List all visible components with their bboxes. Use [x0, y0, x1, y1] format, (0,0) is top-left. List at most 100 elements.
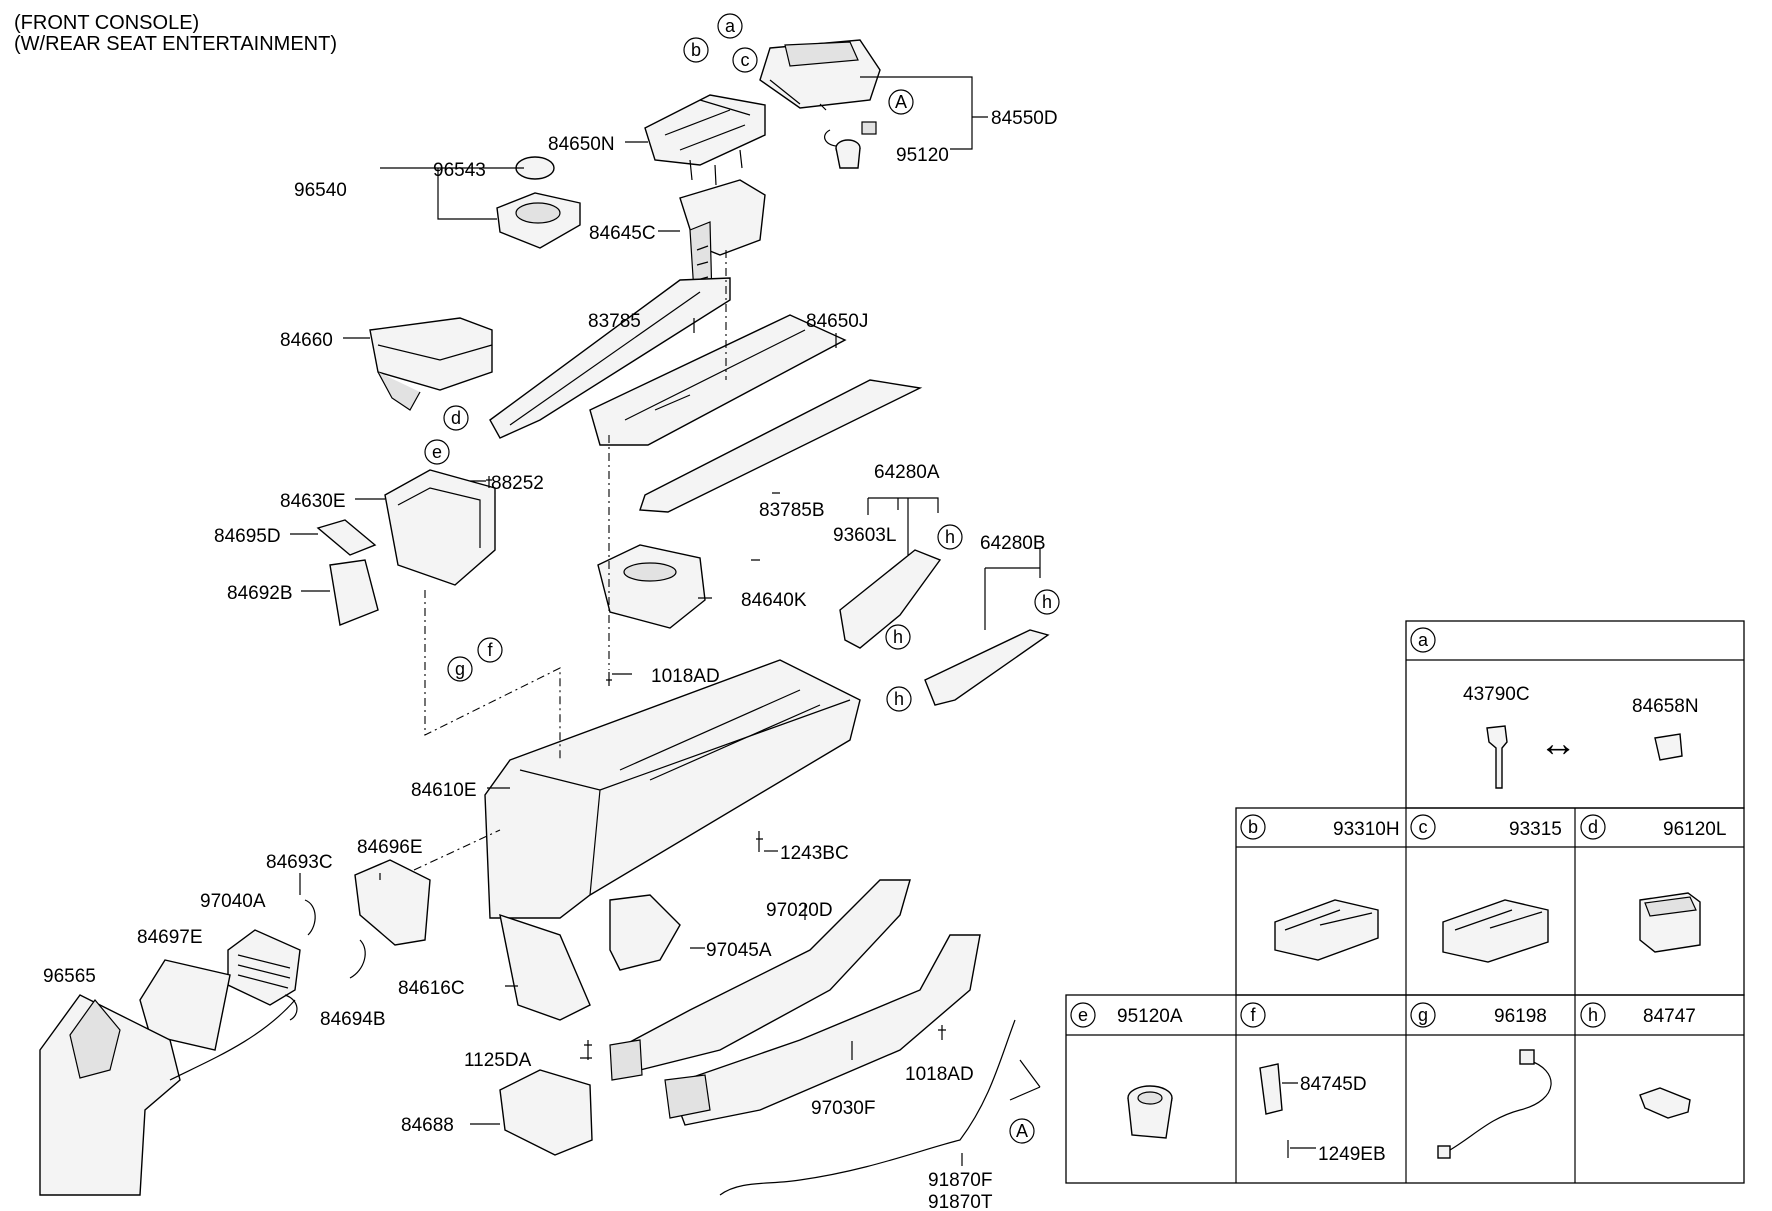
legend-letter-e: e [1070, 1002, 1096, 1028]
svg-text:c: c [741, 50, 750, 70]
letter-callout-h-1: h [937, 524, 963, 550]
part-96540-controller [496, 192, 581, 249]
part-97040a-vent [227, 929, 301, 1006]
legend-cell-h: h 84747 [1580, 1002, 1696, 1119]
callout-64280b: 64280B [980, 533, 1046, 554]
part-84650n-upper-panel [644, 94, 766, 186]
clip-84747-icon [1639, 1087, 1691, 1119]
part-84640k-cupholder [597, 544, 706, 629]
letter-callout-f: f [477, 637, 503, 663]
callout-96543: 96543 [433, 160, 486, 181]
diagram-title-line-2: (W/REAR SEAT ENTERTAINMENT) [14, 33, 337, 55]
callout-84610e: 84610E [411, 780, 477, 801]
callout-84650n: 84650N [548, 134, 615, 155]
part-91870f-harness [719, 1019, 1016, 1196]
legend-cell-b: b 93310H [1240, 814, 1400, 961]
part-84550d-module [759, 39, 881, 111]
letter-callout-c: c [732, 47, 758, 73]
legend-cell-a: a 43790C 84658N ↔ [1410, 627, 1699, 789]
legend-part-96120l: 96120L [1663, 819, 1726, 840]
letter-callout-big-a-bottom: A [1009, 1118, 1035, 1144]
callout-84695d: 84695D [214, 526, 281, 547]
part-84650j-panel [589, 314, 847, 446]
callout-97040a: 97040A [200, 891, 266, 912]
part-97020d-duct [609, 879, 911, 1081]
legend-part-95120a: 95120A [1117, 1006, 1183, 1027]
legend-letter-h: h [1580, 1002, 1606, 1028]
clip-84658n-icon [1654, 733, 1683, 761]
callout-84645c: 84645C [589, 223, 656, 244]
legend-letter-b: b [1240, 814, 1266, 840]
callout-97020d: 97020D [766, 900, 833, 921]
callout-84697e: 84697E [137, 927, 203, 948]
callout-88252: 88252 [491, 473, 544, 494]
part-64280b-cover [924, 629, 1050, 706]
callout-64280a: 64280A [874, 462, 940, 483]
callout-97030f: 97030F [811, 1098, 875, 1119]
svg-text:b: b [691, 40, 701, 60]
clip-43790c-icon [1486, 725, 1508, 789]
svg-text:h: h [1042, 592, 1052, 612]
legend-part-96198: 96198 [1494, 1006, 1547, 1027]
callout-84650j: 84650J [806, 311, 868, 332]
part-97030f-duct [664, 934, 981, 1126]
letter-callout-b: b [683, 37, 709, 63]
callout-84688: 84688 [401, 1115, 454, 1136]
part-84630e-box [384, 469, 496, 586]
alignment-line-bracket [413, 829, 501, 871]
callout-1018ad-lower: 1018AD [905, 1064, 974, 1085]
part-84694b-clip [349, 939, 366, 979]
part-84696e-bracket [354, 859, 431, 946]
legend-letter-f: f [1240, 1002, 1266, 1028]
callout-96540: 96540 [294, 180, 347, 201]
callout-84630e: 84630E [280, 491, 346, 512]
svg-text:c: c [1419, 817, 1428, 837]
svg-text:d: d [1588, 817, 1598, 837]
cable-96198-icon [1449, 1059, 1552, 1151]
letter-callout-e: e [424, 439, 450, 465]
svg-text:g: g [455, 659, 465, 679]
legend-part-1249eb: 1249EB [1318, 1144, 1386, 1165]
svg-text:f: f [487, 640, 493, 660]
svg-text:h: h [893, 627, 903, 647]
legend-part-93315: 93315 [1509, 819, 1562, 840]
callout-84660: 84660 [280, 330, 333, 351]
svg-text:a: a [725, 16, 736, 36]
alignment-line-console [424, 590, 561, 760]
legend-letter-g: g [1410, 1002, 1436, 1028]
legend-part-84658n: 84658N [1632, 696, 1699, 717]
svg-text:d: d [451, 408, 461, 428]
switch-93315-icon [1442, 899, 1549, 963]
callout-84692b: 84692B [227, 583, 293, 604]
legend-cell-e: e 95120A [1070, 1002, 1183, 1139]
callout-1243bc: 1243BC [780, 843, 849, 864]
callout-97045a: 97045A [706, 940, 772, 961]
part-83785-trim [489, 277, 731, 439]
callout-91870f: 91870F [928, 1170, 992, 1191]
callout-83785b: 83785B [759, 500, 825, 521]
letter-callout-g: g [447, 656, 473, 682]
svg-text:b: b [1248, 817, 1258, 837]
callout-84694b: 84694B [320, 1009, 386, 1030]
svg-text:A: A [1016, 1121, 1028, 1141]
legend-letter-a: a [1410, 627, 1436, 653]
callout-93603l: 93603L [833, 525, 896, 546]
part-84693c-clip [304, 899, 316, 936]
legend-cell-c: c 93315 [1410, 814, 1562, 963]
bracket-84745d-icon [1259, 1063, 1283, 1115]
callout-91870t: 91870T [928, 1192, 993, 1211]
leader-lines [290, 76, 1041, 1166]
svg-text:h: h [894, 689, 904, 709]
callout-84693c: 84693C [266, 852, 333, 873]
part-84660-armrest [369, 317, 493, 411]
letter-callout-h-4: h [886, 686, 912, 712]
switch-93310h-icon [1274, 899, 1379, 961]
part-83785b-side-trim [639, 379, 923, 513]
callout-96565: 96565 [43, 966, 96, 987]
svg-text:a: a [1418, 630, 1429, 650]
legend-letter-d: d [1580, 814, 1606, 840]
callout-84696e: 84696E [357, 837, 423, 858]
callout-1125da: 1125DA [464, 1050, 532, 1071]
part-95120-socket [824, 121, 877, 169]
